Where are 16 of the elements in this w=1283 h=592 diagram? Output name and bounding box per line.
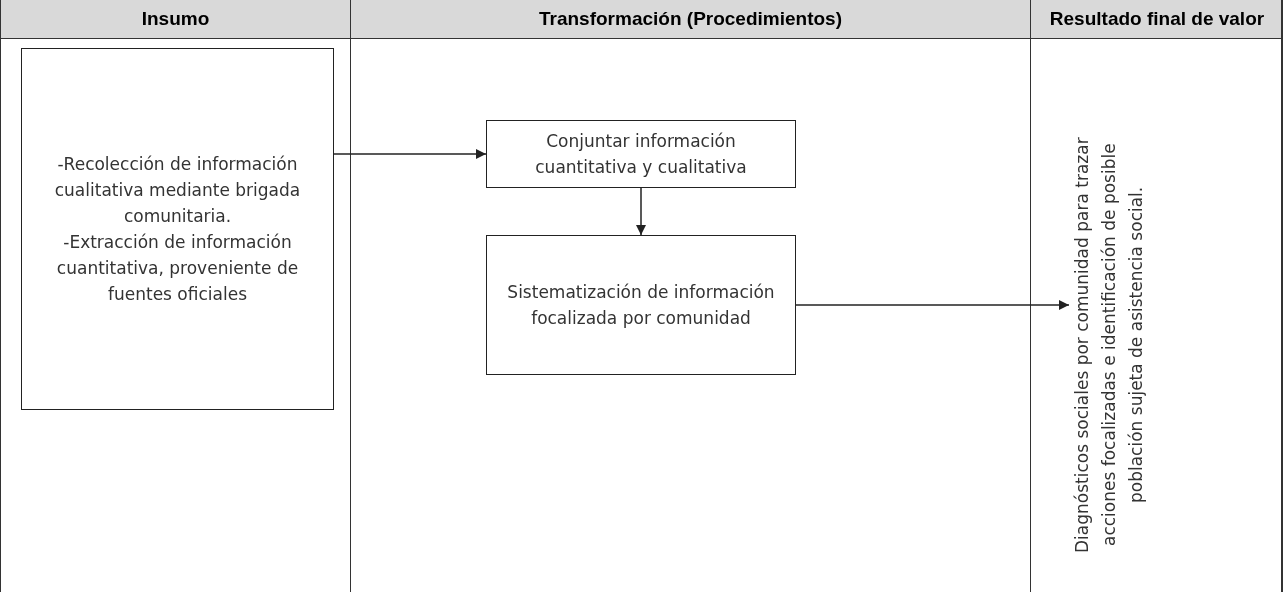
column-header: Transformación (Procedimientos) [351, 0, 1030, 39]
arrow [795, 299, 1070, 311]
column-header: Resultado final de valor [1031, 0, 1283, 39]
process-box [486, 235, 796, 375]
input-text: -Extracción de información cuantitativa, proveniente de fuentes oficiales [55, 231, 300, 306]
arrow [333, 148, 487, 160]
input-text: -Recolección de información cualitativa mediante brigada comunitaria. [53, 153, 302, 228]
process-text: Sistematización de información focalizada por comunidad [506, 281, 776, 330]
table-column [350, 0, 1030, 592]
process-box [486, 120, 796, 188]
process-text: Conjuntar información cuantitativa y cualitativa [534, 130, 748, 179]
arrow [635, 187, 647, 236]
table-column [0, 0, 350, 592]
input-box [21, 48, 334, 410]
result-text: Diagnósticos sociales por comunidad para trazar acciones focalizadas e identificación de posible población sujeta de asistencia social. [1069, 110, 1189, 580]
column-header: Insumo [1, 0, 350, 39]
